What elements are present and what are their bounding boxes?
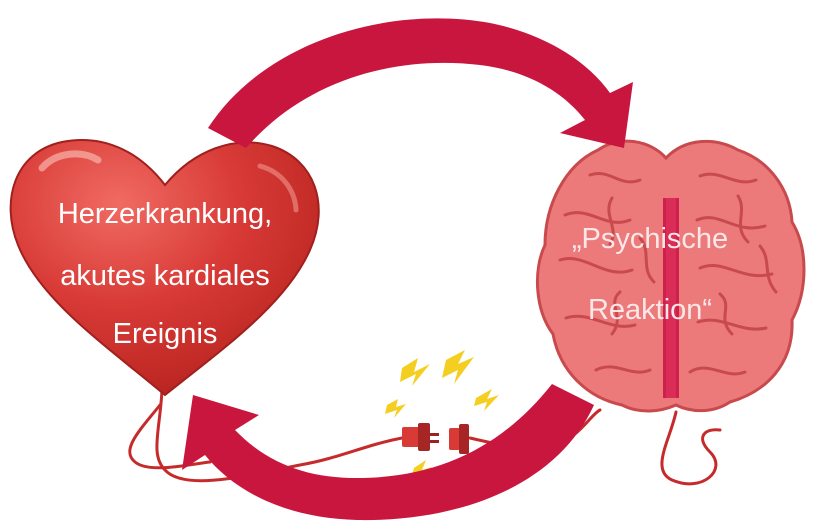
heart-label-line-1: Herzerkrankung, — [20, 200, 310, 229]
cycle-arrow-icon — [182, 384, 594, 520]
brain-label-line-2: Reaktion“ — [515, 296, 785, 325]
cycle-arrow-icon — [208, 18, 633, 148]
heart-label-line-3: Ereignis — [20, 320, 310, 349]
brain-icon — [537, 141, 804, 411]
plug-icon — [402, 423, 469, 454]
brain-label-line-1: „Psychische — [515, 225, 785, 254]
heart-label-line-2: akutes kardiales — [20, 262, 310, 291]
